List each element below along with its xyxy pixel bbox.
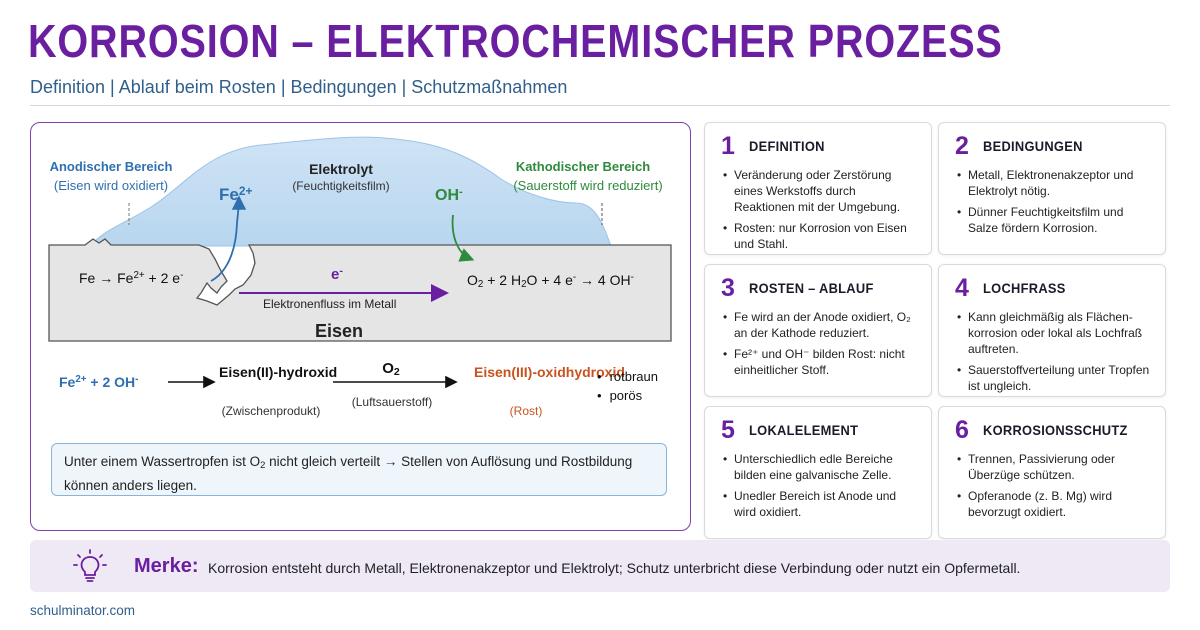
anode-sublabel: (Eisen wird oxidiert) xyxy=(53,178,169,193)
cathode-label: Kathodischer Bereich xyxy=(515,159,651,174)
header-divider xyxy=(30,105,1170,106)
merke-text: Korrosion entsteht durch Metall, Elektro… xyxy=(208,560,1021,576)
electrolyte-label: Elektrolyt xyxy=(309,161,373,177)
intermediate-note: (Zwischenprodukt) xyxy=(221,404,321,418)
hydroxide-label: OH- xyxy=(435,186,463,204)
card-item: Opferanode (z. B. Mg) wird bevorzugt oxi… xyxy=(957,488,1153,520)
oxygen-note: (Luftsauerstoff) xyxy=(351,395,433,409)
card-local-element: 5 LOKALELEMENT Unterschiedlich edle Berei… xyxy=(704,406,932,539)
reactants: Fe2+ + 2 OH- xyxy=(59,374,139,390)
electron-label: e- xyxy=(331,265,343,283)
lightbulb-icon xyxy=(73,549,107,582)
corrosion-diagram-panel: Anodischer Bereich (Eisen wird oxidiert)… xyxy=(30,122,691,531)
card-title: KORROSIONSSCHUTZ xyxy=(983,422,1128,438)
property-item: porös xyxy=(597,388,658,403)
card-item: Rosten: nur Korrosion von Eisen und Stah… xyxy=(723,220,919,252)
iron-plate xyxy=(48,238,672,342)
electrolyte-droplet xyxy=(90,136,612,247)
card-item: Veränderung oder Zerstörung eines Werkst… xyxy=(723,167,919,215)
card-title: LOCHFRASS xyxy=(983,280,1066,296)
card-definition: 1 DEFINITION Veränderung oder Zerstörung … xyxy=(704,122,932,255)
card-corrosion-protection: 6 KORROSIONSSCHUTZ Trennen, Passivierung … xyxy=(938,406,1166,539)
rust-note: (Rost) xyxy=(509,404,543,418)
card-number: 3 xyxy=(721,273,735,302)
card-number: 2 xyxy=(955,131,969,160)
page-title: KORROSION – ELEKTROCHEMISCHER PROZESS xyxy=(28,15,1003,67)
electrolyte-sublabel: (Feuchtigkeitsfilm) xyxy=(292,179,390,193)
anode-equation: Fe → Fe2+ + 2 e- xyxy=(79,270,184,286)
oh-arrow xyxy=(451,214,475,262)
merke-banner: Merke: Korrosion entsteht durch Metall, … xyxy=(30,540,1170,592)
intermediate-product: Eisen(II)-hydroxid xyxy=(219,364,338,380)
card-rusting-process: 3 ROSTEN – ABLAUF Fe wird an der Anode ox… xyxy=(704,264,932,397)
water-drop-note: Unter einem Wassertropfen ist O2 nicht g… xyxy=(51,443,667,496)
card-item: Metall, Elektronenakzeptor und Elektroly… xyxy=(957,167,1153,199)
card-item: Kann gleichmäßig als Flächen-korrosion o… xyxy=(957,309,1153,357)
fe-ion-label: Fe2+ xyxy=(219,184,253,204)
card-title: LOKALELEMENT xyxy=(749,422,859,438)
corrosion-diagram-graphic xyxy=(48,136,672,389)
card-number: 4 xyxy=(955,273,969,302)
property-item: rotbraun xyxy=(597,369,658,384)
card-item: Sauerstoffverteilung unter Tropfen ist u… xyxy=(957,362,1153,394)
card-item: Trennen, Passivierung oder Überzüge schü… xyxy=(957,451,1153,483)
anode-label: Anodischer Bereich xyxy=(49,159,173,174)
card-title: DEFINITION xyxy=(749,138,825,154)
card-item: Unterschiedlich edle Bereiche bilden ein… xyxy=(723,451,919,483)
merke-label: Merke: xyxy=(134,555,199,577)
card-item: Fe²⁺ und OH⁻ bilden Rost: nicht einheitl… xyxy=(723,346,919,378)
card-title: BEDINGUNGEN xyxy=(983,138,1083,154)
rust-properties: rotbraun porös xyxy=(597,369,658,407)
site-url: schulminator.com xyxy=(30,603,136,618)
electron-flow-label: Elektronenfluss im Metall xyxy=(263,297,397,311)
card-number: 1 xyxy=(721,131,735,160)
card-item: Unedler Bereich ist Anode und wird oxidi… xyxy=(723,488,919,520)
card-pitting: 4 LOCHFRASS Kann gleichmäßig als Flächen-… xyxy=(938,264,1166,397)
cathode-sublabel: (Sauerstoff wird reduziert) xyxy=(513,178,663,193)
card-conditions: 2 BEDINGUNGEN Metall, Elektronenakzeptor … xyxy=(938,122,1166,255)
card-number: 6 xyxy=(955,415,969,444)
card-title: ROSTEN – ABLAUF xyxy=(749,280,874,296)
fe-ion-arrow xyxy=(210,195,247,282)
card-item: Dünner Feuchtigkeitsfilm und Salze förde… xyxy=(957,204,1153,236)
page-subtitle: Definition | Ablauf beim Rosten | Beding… xyxy=(30,77,568,97)
rust-product: Eisen(III)-oxidhydroxid xyxy=(474,364,625,380)
card-number: 5 xyxy=(721,415,735,444)
metal-label: Eisen xyxy=(315,321,364,341)
cathode-equation: O2 + 2 H2O + 4 e- → 4 OH- xyxy=(467,272,634,290)
oxygen-reagent: O2 xyxy=(382,360,400,378)
card-item: Fe wird an der Anode oxidiert, O₂ an der… xyxy=(723,309,919,341)
